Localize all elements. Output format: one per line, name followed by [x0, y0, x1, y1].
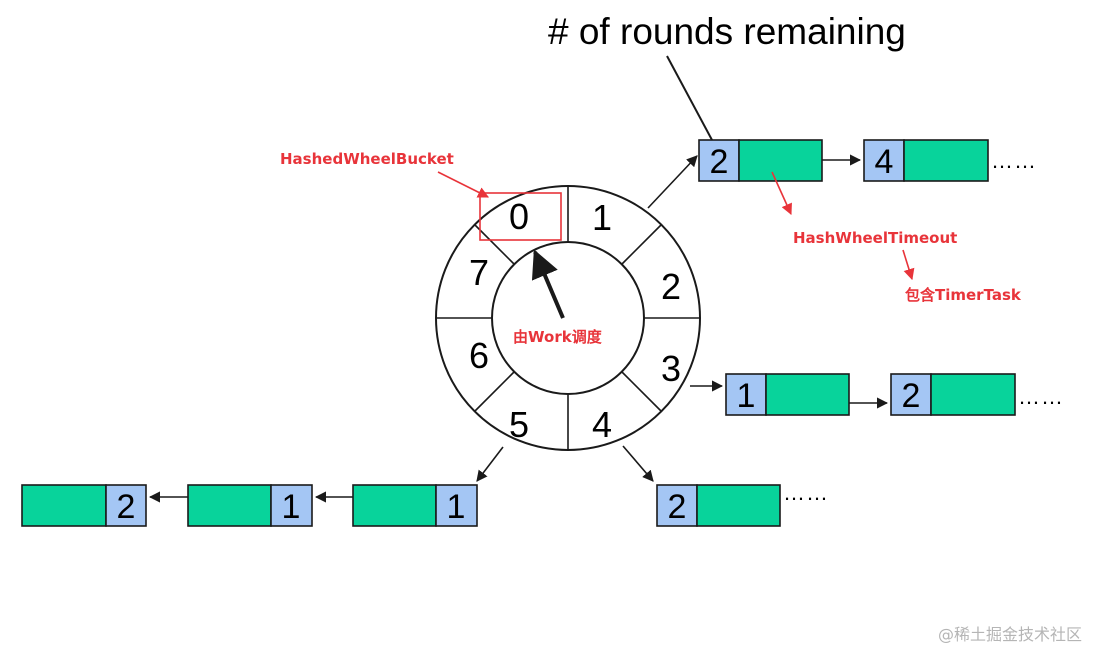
timeout-label: HashWheelTimeout [793, 229, 957, 247]
continuation-dots: …… [991, 148, 1037, 173]
timeout-node: 2 [698, 139, 823, 182]
chain-slot-3: 1 2 …… [690, 373, 1064, 416]
round-box [105, 484, 147, 527]
task-box [696, 484, 781, 527]
wheel-segment-6: 6 [469, 335, 489, 376]
timeout-node: 2 [21, 484, 147, 527]
chain-slot-1: 2 4 …… [647, 139, 1037, 209]
rounds-remaining-title: # of rounds remaining [548, 11, 906, 52]
slot1-arrow [647, 155, 698, 209]
slot5-arrow [476, 446, 504, 482]
round-box [725, 373, 767, 416]
round-count: 1 [737, 377, 756, 415]
bucket-label: HashedWheelBucket [280, 150, 454, 168]
wheel-segment-4: 4 [592, 404, 612, 445]
timeout-node: 1 [187, 484, 313, 527]
hashed-wheel: 0 1 2 3 4 5 6 7 [435, 185, 701, 451]
round-box [698, 139, 740, 182]
round-count: 2 [668, 488, 687, 526]
watermark: @稀土掘金技术社区 [938, 625, 1082, 644]
wheel-segment-5: 5 [509, 404, 529, 445]
task-box [21, 484, 107, 527]
task-box [930, 373, 1016, 416]
round-count: 1 [447, 488, 466, 526]
round-box [270, 484, 313, 527]
round-count: 2 [902, 377, 921, 415]
task-box [903, 139, 989, 182]
timeout-node: 2 [656, 484, 781, 527]
round-count: 1 [282, 488, 301, 526]
timeout-node: 1 [725, 373, 850, 416]
wheel-dividers [436, 186, 700, 450]
worker-pointer-arrow [531, 249, 565, 319]
task-box [187, 484, 272, 527]
continuation-dots: …… [783, 480, 829, 505]
task-box [352, 484, 437, 527]
continuation-dots: …… [1018, 384, 1064, 409]
round-box [890, 373, 932, 416]
round-count: 2 [710, 143, 729, 181]
round-count: 4 [875, 143, 894, 181]
timeout-node: 4 [863, 139, 989, 182]
slot4-arrow [622, 445, 654, 482]
round-count: 2 [117, 488, 136, 526]
chain-slot-4: 2 …… [622, 445, 829, 527]
task-label-arrow [902, 249, 915, 281]
task-box [738, 139, 823, 182]
timeout-node: 2 [890, 373, 1016, 416]
task-box [765, 373, 850, 416]
wheel-segment-2: 2 [661, 266, 681, 307]
wheel-segment-3: 3 [661, 348, 681, 389]
worker-label: 由Work调度 [513, 328, 603, 346]
wheel-segment-1: 1 [592, 197, 612, 238]
timeout-node: 1 [352, 484, 478, 527]
bucket-highlight-box [479, 192, 562, 241]
wheel-segment-0: 0 [509, 196, 529, 237]
timeout-label-arrow [771, 171, 792, 216]
task-label: 包含TimerTask [905, 286, 1022, 304]
bucket-label-arrow [437, 171, 490, 198]
wheel-segment-7: 7 [469, 252, 489, 293]
wheel-inner-ring [491, 241, 645, 395]
chain-slot-5: 1 1 2 [21, 446, 504, 527]
title-pointer-line [666, 55, 713, 141]
round-box [435, 484, 478, 527]
